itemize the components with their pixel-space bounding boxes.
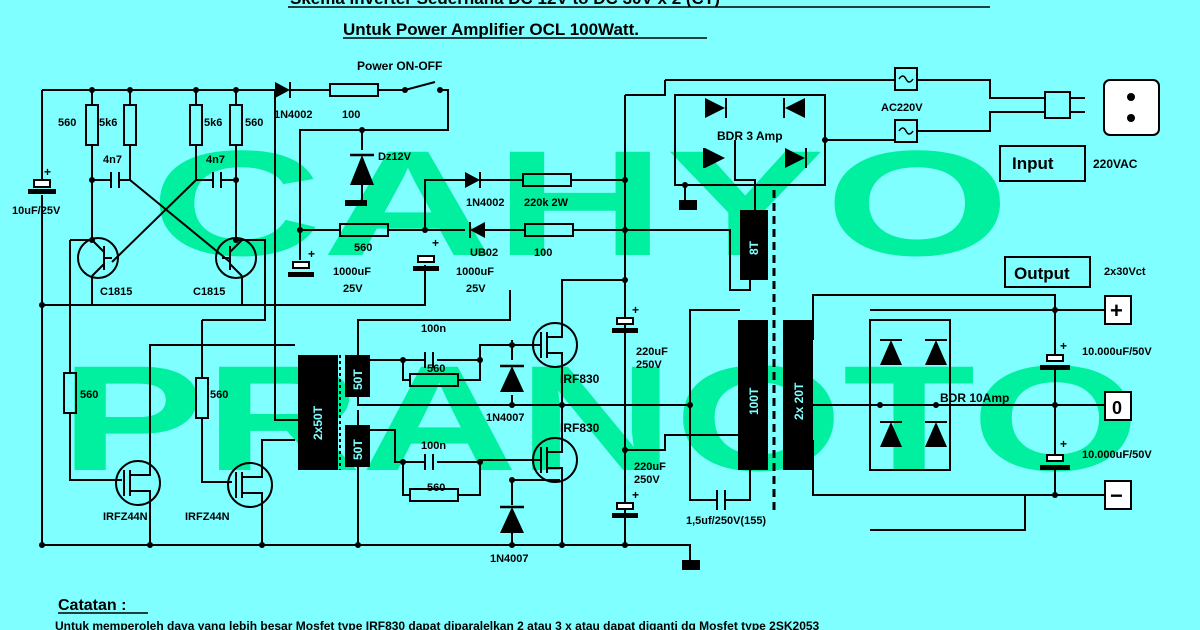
terminal-zero-label: 0	[1112, 398, 1122, 418]
label-t2x20: 2x 20T	[792, 382, 806, 420]
label-c10000b: 10.000uF/50V	[1082, 449, 1152, 461]
label-power-switch: Power ON-OFF	[357, 59, 442, 73]
label-c100n-a: 100n	[421, 323, 446, 335]
label-r560-tr: 560	[245, 117, 263, 129]
label-c220b-v: 220uF	[634, 461, 666, 473]
label-ac220: AC220V	[881, 102, 923, 114]
label-c220b-u: 250V	[634, 474, 660, 486]
label-c15: 1,5uf/250V(155)	[686, 515, 766, 527]
label-t-prim: 2x50T	[311, 405, 325, 440]
cap1-plus: +	[308, 247, 315, 261]
transformer-2x20t	[783, 320, 813, 470]
label-r560-bm: 560	[210, 389, 228, 401]
label-m2: IRFZ44N	[185, 511, 230, 523]
label-irf-b: IRF830	[560, 421, 600, 435]
label-ub02: UB02	[470, 247, 498, 259]
watermark-line-1: CAHYO	[150, 119, 1010, 287]
label-r100b: 100	[534, 247, 552, 259]
terminal-plus	[1104, 295, 1132, 325]
label-1n4007-b: 1N4007	[490, 553, 529, 565]
label-r560-tl: 560	[58, 117, 76, 129]
label-c1000a-u: 25V	[343, 283, 363, 295]
junction-dots	[39, 87, 1058, 548]
page-subtitle: Untuk Power Amplifier OCL 100Watt.	[343, 20, 639, 39]
label-r5k6-l: 5k6	[99, 117, 117, 129]
label-c1000b-v: 1000uF	[456, 266, 494, 278]
cap3-plus: +	[632, 303, 639, 317]
page-title: Skema Inverter Sederhana DC 12V to DC 30…	[290, 0, 720, 8]
cap-10u-plus: +	[44, 165, 51, 179]
label-c10000a: 10.000uF/50V	[1082, 346, 1152, 358]
terminal-plus-label: +	[1110, 298, 1123, 323]
label-input: Input	[1012, 154, 1054, 173]
socket-icon	[1103, 79, 1160, 136]
notes-text: Untuk memperoleh daya yang lebih besar M…	[55, 619, 820, 630]
cap4-plus: +	[632, 488, 639, 502]
label-r100a: 100	[342, 109, 360, 121]
label-bdr10: BDR 10Amp	[940, 391, 1009, 405]
cap2-plus: +	[432, 236, 439, 250]
label-c220a-u: 250V	[636, 359, 662, 371]
label-r220k: 220k 2W	[524, 197, 569, 209]
label-c1000a-v: 1000uF	[333, 266, 371, 278]
label-4n7-l: 4n7	[103, 154, 122, 166]
terminal-minus	[1104, 480, 1132, 510]
terminal-zero	[1104, 391, 1132, 421]
transformer-100t	[738, 320, 768, 470]
cap6-plus: +	[1060, 437, 1067, 451]
label-d2: 1N4002	[466, 197, 505, 209]
label-r560-mid: 560	[354, 242, 372, 254]
transformer-primary	[298, 355, 338, 470]
label-1n4007-a: 1N4007	[486, 412, 525, 424]
label-220vac: 220VAC	[1093, 157, 1138, 171]
label-q2: C1815	[193, 286, 225, 298]
label-t8: 8T	[747, 240, 761, 255]
label-irf-a: IRF830	[560, 372, 600, 386]
label-c220a-v: 220uF	[636, 346, 668, 358]
label-d1: 1N4002	[274, 109, 313, 121]
watermark-line-2: PRANOTO	[60, 334, 1140, 502]
label-t-sec1: 50T	[351, 369, 365, 390]
label-t100: 100T	[747, 387, 761, 415]
label-q1: C1815	[100, 286, 132, 298]
label-output: Output	[1014, 264, 1070, 283]
label-4n7-r: 4n7	[206, 154, 225, 166]
notes-heading: Catatan :	[58, 597, 126, 614]
label-m1: IRFZ44N	[103, 511, 148, 523]
transformer-8t	[740, 210, 768, 280]
label-r560-bl: 560	[80, 389, 98, 401]
label-dz: Dz12V	[378, 151, 412, 163]
label-2x30vct: 2x30Vct	[1104, 266, 1146, 278]
label-c100n-b: 100n	[421, 440, 446, 452]
cap5-plus: +	[1060, 339, 1067, 353]
label-r560-gb: 560	[427, 482, 445, 494]
label-bdr3: BDR 3 Amp	[717, 129, 783, 143]
label-c1000b-u: 25V	[466, 283, 486, 295]
terminal-minus-label: −	[1110, 483, 1123, 508]
label-t-sec2: 50T	[351, 439, 365, 460]
label-r5k6-r: 5k6	[204, 117, 222, 129]
label-r560-ga: 560	[427, 363, 445, 375]
label-10uf: 10uF/25V	[12, 205, 61, 217]
